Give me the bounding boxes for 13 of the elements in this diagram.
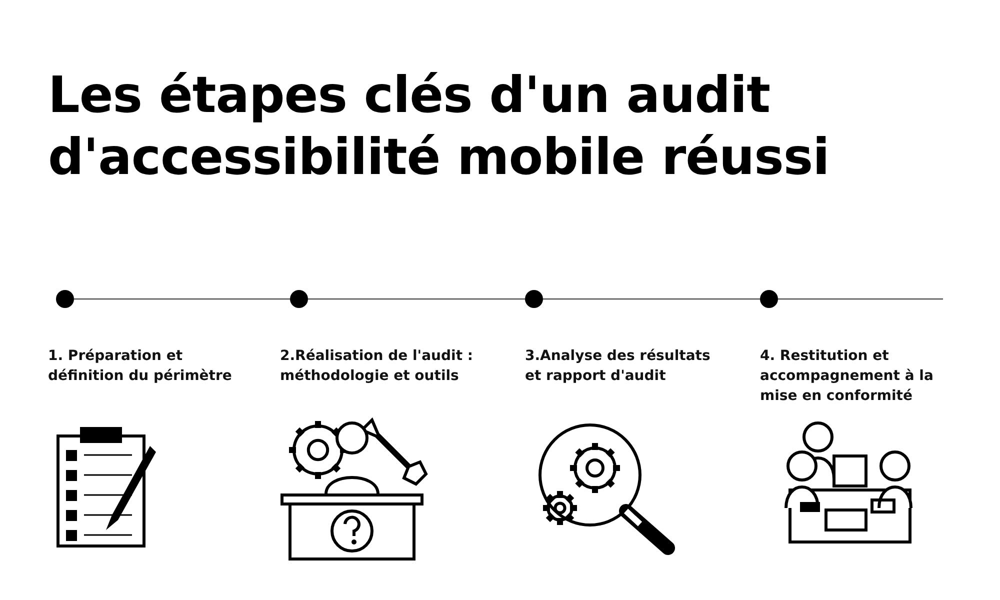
step-label: 4. Restitution et accompagnement à la mise en conformité <box>760 347 934 406</box>
timeline-dot <box>290 290 308 308</box>
timeline-dot <box>56 290 74 308</box>
timeline-line <box>778 298 943 300</box>
timeline-dot <box>760 290 778 308</box>
timeline-line <box>74 298 290 300</box>
step-label: 1. Préparation et définition du périmètre <box>48 347 233 386</box>
timeline-dot <box>525 290 543 308</box>
timeline-line <box>543 298 760 300</box>
step-label: 3.Analyse des résultats et rapport d'audit <box>525 347 712 386</box>
timeline-line <box>308 298 525 300</box>
title: Les étapes clés d'un audit d'accessibilité mobile réussi <box>48 65 830 188</box>
step-label: 2.Réalisation de l'audit : méthodologie et outils <box>280 347 474 386</box>
